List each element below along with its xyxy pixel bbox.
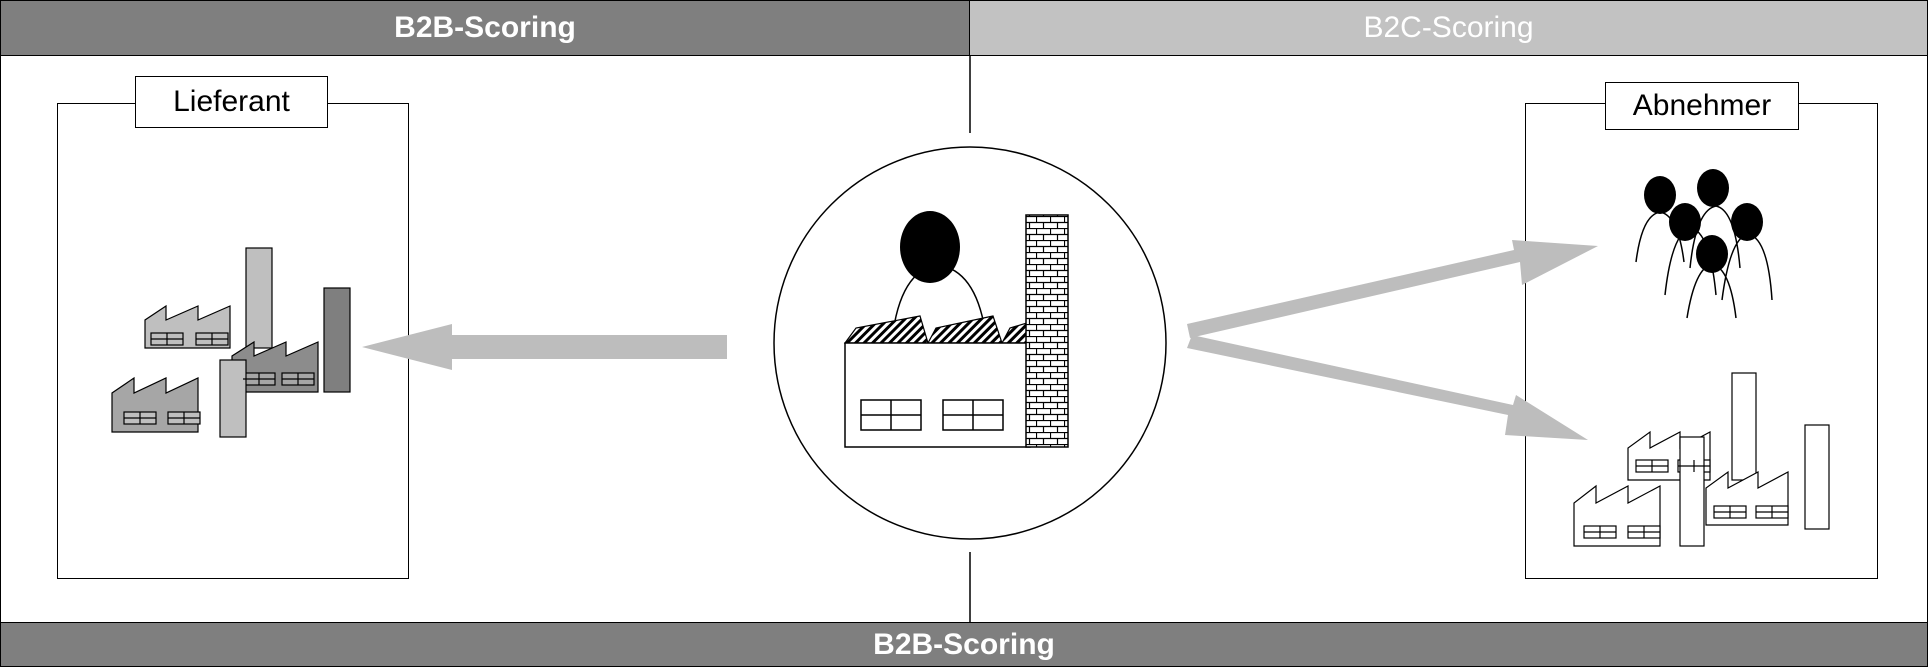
customer-factory-group — [1573, 372, 1830, 547]
arrows-to-customers — [1187, 240, 1598, 440]
supplier-label: Lieferant — [135, 76, 328, 128]
person-factory-icon — [843, 211, 1069, 448]
customer-label: Abnehmer — [1605, 82, 1799, 130]
b2b-scoring-footer: B2B-Scoring — [0, 622, 1928, 667]
b2b-scoring-header: B2B-Scoring — [0, 0, 970, 56]
supplier-factory-group — [111, 247, 351, 438]
people-group-icon — [1635, 169, 1773, 319]
b2c-scoring-header: B2C-Scoring — [969, 0, 1928, 56]
arrow-to-supplier — [362, 324, 727, 370]
